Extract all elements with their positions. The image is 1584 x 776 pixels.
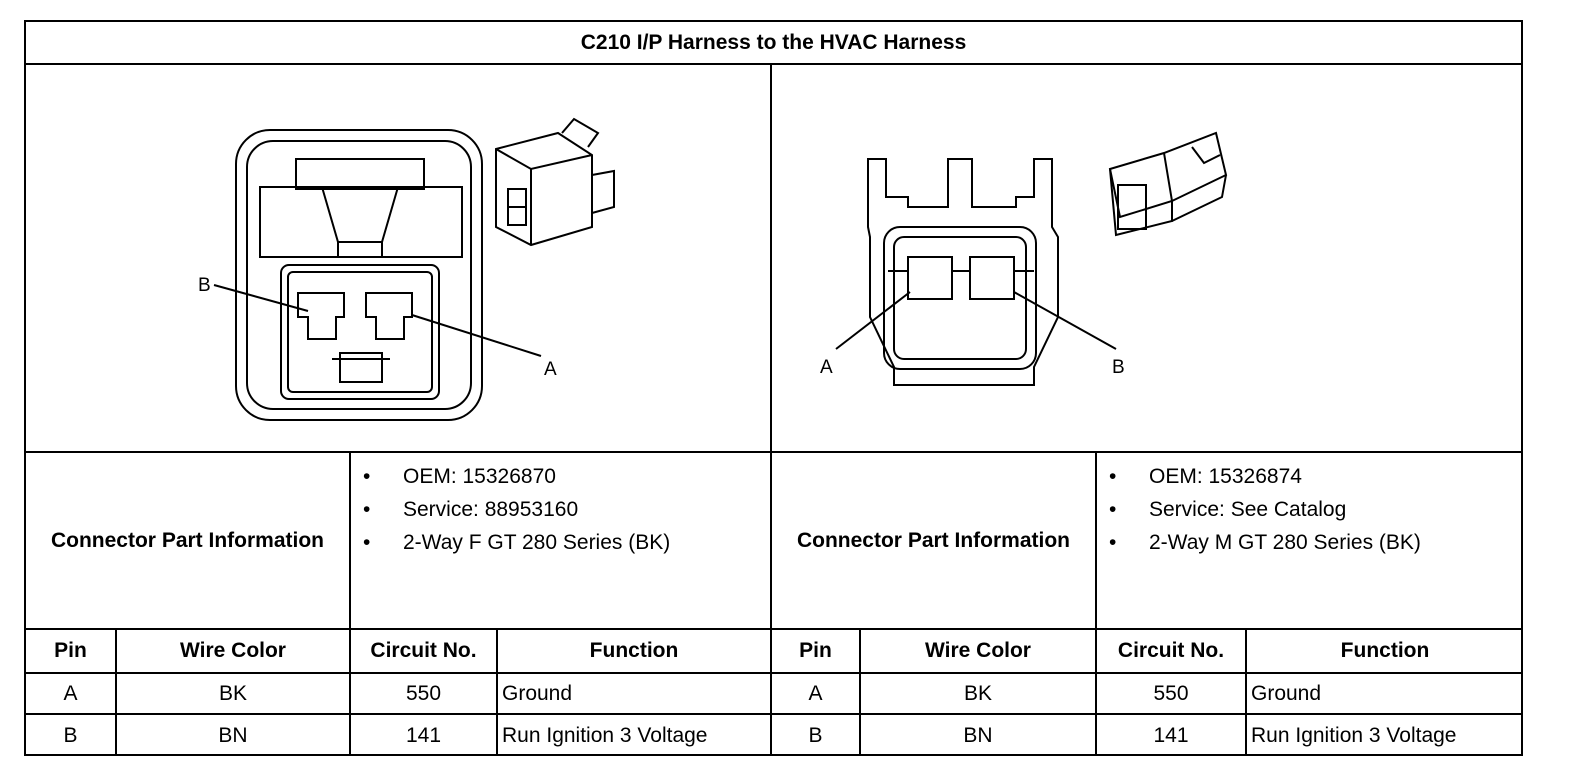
pin-a-label: A [544,359,557,380]
left-row-a-wire: BK [218,681,247,705]
right-row-b-wire: BN [963,723,993,747]
right-row-b-function: Run Ignition 3 Voltage [1251,723,1457,747]
right-pin-divider [859,630,861,756]
row-a-bottom-line [26,713,1521,715]
left-oem-item: OEM: 15326870 [351,464,703,490]
info-bottom-line [26,628,1521,630]
header-bottom-line [26,672,1521,674]
right-part-info: OEM: 15326874 Service: See Catalog 2-Way… [1097,464,1525,563]
left-service-item: Service: 88953160 [351,497,703,523]
left-series-item: 2-Way F GT 280 Series (BK) [351,530,703,556]
left-row-b-circuit: 141 [405,723,442,747]
left-row-a-circuit: 550 [405,681,442,705]
left-header-function: Function [589,639,679,662]
right-oem-item: OEM: 15326874 [1097,464,1449,490]
connector-sheet: C210 I/P Harness to the HVAC Harness B A [24,20,1523,756]
left-row-b-wire: BN [218,723,248,747]
female-connector-iso-icon [495,117,615,247]
right-header-function: Function [1340,639,1430,662]
right-header-pin: Pin [799,639,832,662]
right-row-a-pin: A [808,681,823,705]
left-row-a-pin: A [63,681,78,705]
left-row-a-function: Ground [502,681,573,705]
left-part-info: OEM: 15326870 Service: 88953160 2-Way F … [351,464,770,563]
pin-b-label-right: B [1112,357,1125,378]
left-pin-divider [115,630,117,756]
left-row-b-pin: B [63,723,78,747]
right-connector-part-label: Connector Part Information [796,529,1070,552]
pin-a-label-right: A [820,357,833,378]
right-header-wire: Wire Color [925,639,1031,662]
page-title: C210 I/P Harness to the HVAC Harness [26,22,1521,65]
left-connector-part-label: Connector Part Information [50,529,324,552]
right-info-divider [1095,453,1097,756]
female-connector-face-diagram: B A [198,117,615,421]
diagram-bottom-line [26,451,1521,453]
left-info-divider [349,453,351,756]
left-header-wire: Wire Color [180,639,286,662]
right-series-item: 2-Way M GT 280 Series (BK) [1097,530,1449,556]
right-row-b-pin: B [808,723,823,747]
right-row-a-wire: BK [963,681,992,705]
right-row-a-function: Ground [1251,681,1322,705]
right-service-item: Service: See Catalog [1097,497,1449,523]
left-circuit-divider [496,630,498,756]
male-connector-iso-icon [1108,131,1228,237]
left-row-b-function: Run Ignition 3 Voltage [502,723,708,747]
left-header-pin: Pin [54,639,87,662]
right-header-circuit: Circuit No. [1117,639,1225,662]
pin-b-label: B [198,275,211,296]
right-row-a-circuit: 550 [1153,681,1189,705]
male-connector-face-diagram: A B [820,131,1228,386]
left-header-circuit: Circuit No. [370,639,477,662]
right-circuit-divider [1245,630,1247,756]
right-row-b-circuit: 141 [1153,723,1189,747]
center-divider [770,65,772,756]
